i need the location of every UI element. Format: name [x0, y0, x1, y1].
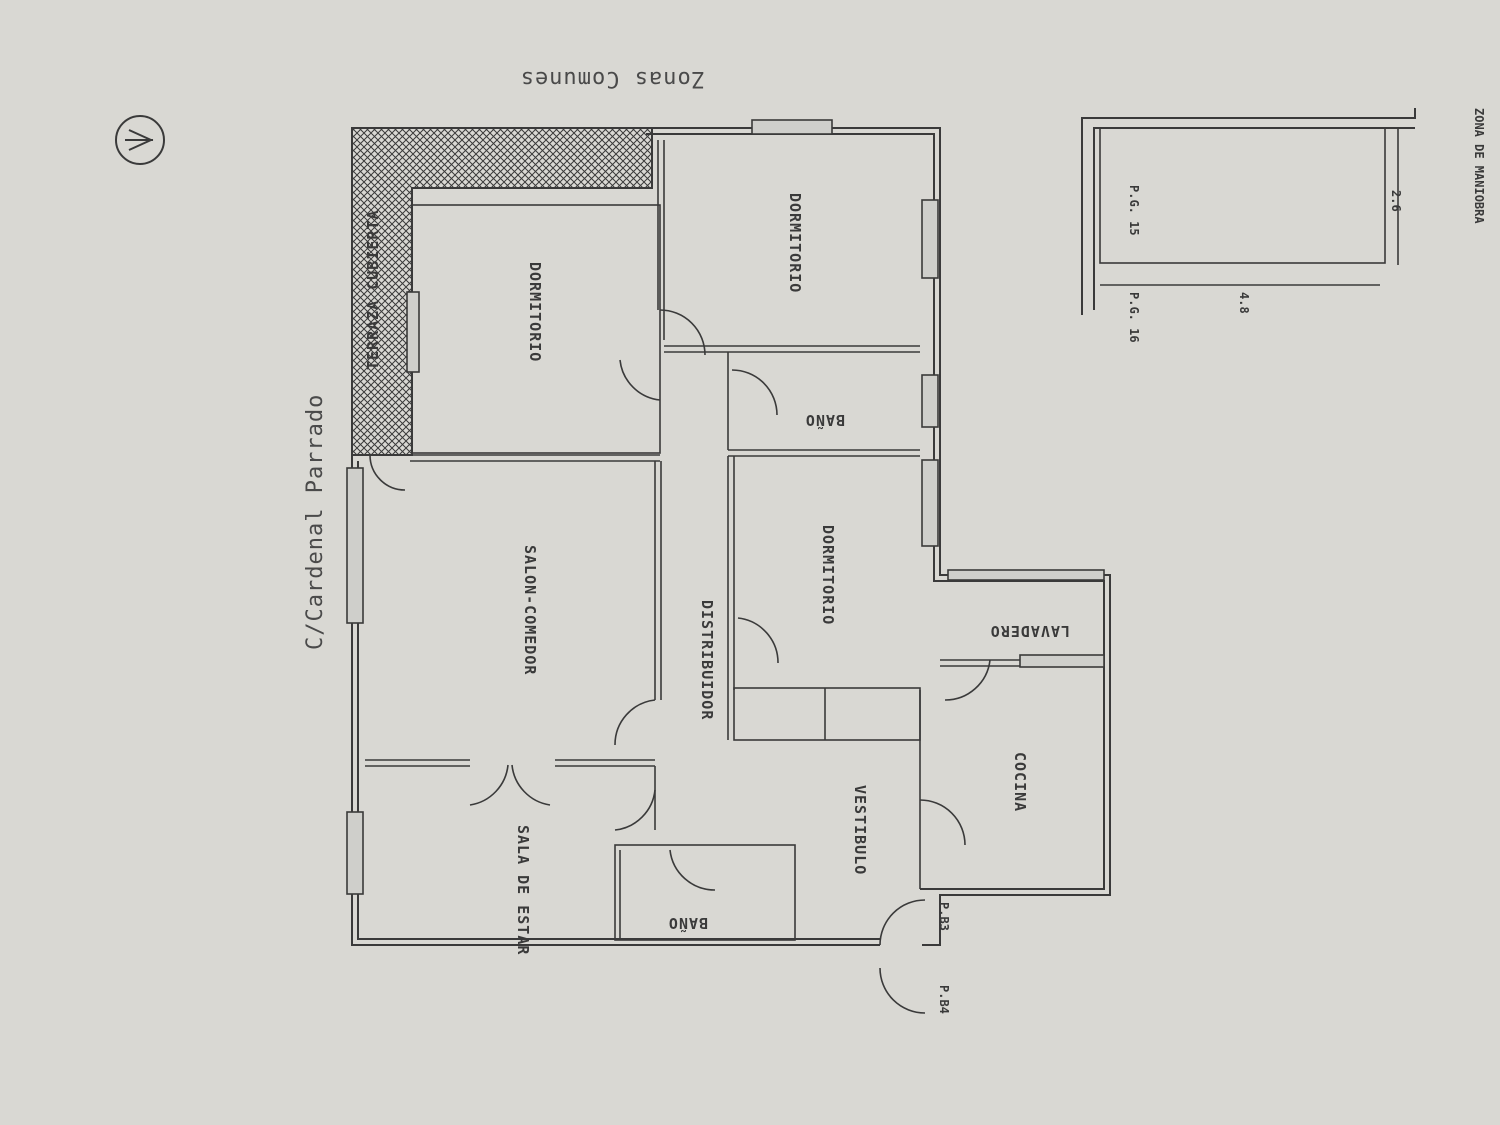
pillar-b-label: P.B3 — [937, 902, 951, 931]
terrace-label: TERRAZA CUBIERTA — [364, 210, 382, 371]
bedroom-3-label: DORMITORIO — [819, 525, 837, 625]
parking-b-label: P.G. 16 — [1127, 292, 1141, 343]
bedroom-1-label: DORMITORIO — [526, 262, 544, 362]
interior-walls — [365, 140, 1104, 941]
doors — [369, 309, 991, 1014]
windows — [346, 119, 1105, 895]
north-arrow-icon — [115, 115, 165, 165]
outer-walls — [351, 127, 1111, 946]
parking-area — [1081, 108, 1416, 315]
pillar-a-label: P.B4 — [937, 985, 951, 1014]
hall-label: VESTIBULO — [851, 785, 869, 875]
laundry-label: LAVADERO — [990, 622, 1070, 640]
maneuver-zone-label: ZONA DE MANIOBRA — [1472, 108, 1486, 224]
bedroom-2-label: DORMITORIO — [786, 193, 804, 293]
sitting-room-label: SALA DE ESTAR — [514, 825, 532, 955]
kitchen-label: COCINA — [1011, 752, 1029, 812]
bath-2-label: BAÑO — [668, 914, 708, 933]
parking-a-label: P.G. 15 — [1127, 185, 1141, 236]
covered-terrace — [351, 127, 653, 456]
common-zones-label: Zonas Comunes — [520, 66, 705, 91]
bath-1-label: BAÑO — [805, 411, 845, 430]
street-label: C/Cardenal Parrado — [303, 394, 328, 650]
dimension-a-label: 2.6 — [1389, 190, 1403, 212]
dimension-b-label: 4.8 — [1237, 292, 1251, 314]
living-dining-label: SALON-COMEDOR — [521, 545, 539, 675]
distributor-label: DISTRIBUIDOR — [698, 600, 716, 720]
